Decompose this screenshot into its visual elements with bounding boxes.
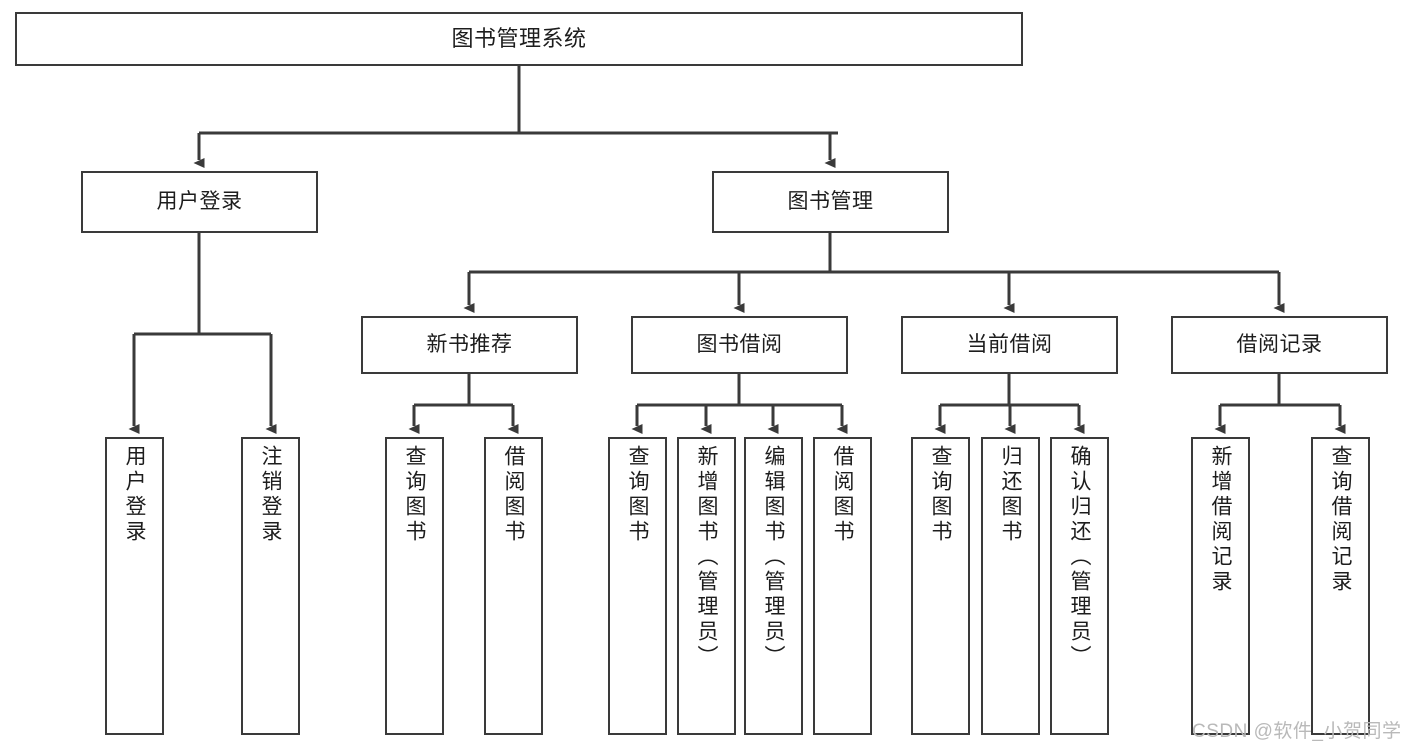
node-borrow-record[interactable]: 借阅记录 bbox=[1171, 316, 1388, 374]
node-leaf-user-login[interactable]: 用户登录 bbox=[105, 437, 164, 735]
watermark: CSDN @软件_小贺同学 bbox=[1192, 721, 1402, 742]
node-book-manage-label: 图书管理 bbox=[787, 190, 874, 214]
node-leaf-edit-book[interactable]: 编辑图书（管理员） bbox=[744, 437, 803, 735]
node-leaf-borrow-book-2[interactable]: 借阅图书 bbox=[813, 437, 872, 735]
node-leaf-query-book-1-label: 查询图书 bbox=[403, 445, 426, 545]
node-leaf-add-book-label: 新增图书（管理员） bbox=[695, 445, 718, 670]
node-leaf-edit-book-label: 编辑图书（管理员） bbox=[762, 445, 785, 670]
node-leaf-query-record[interactable]: 查询借阅记录 bbox=[1311, 437, 1370, 735]
node-leaf-confirm-return[interactable]: 确认归还（管理员） bbox=[1050, 437, 1109, 735]
node-user-login[interactable]: 用户登录 bbox=[81, 171, 318, 233]
node-leaf-return-book-label: 归还图书 bbox=[999, 445, 1022, 545]
node-leaf-query-book-3[interactable]: 查询图书 bbox=[911, 437, 970, 735]
node-leaf-borrow-book-2-label: 借阅图书 bbox=[831, 445, 854, 545]
node-current-borrow-label: 当前借阅 bbox=[966, 333, 1053, 357]
node-leaf-add-record-label: 新增借阅记录 bbox=[1209, 445, 1232, 595]
node-book-borrow[interactable]: 图书借阅 bbox=[631, 316, 848, 374]
node-root-label: 图书管理系统 bbox=[451, 25, 587, 51]
node-book-manage[interactable]: 图书管理 bbox=[712, 171, 949, 233]
node-user-login-label: 用户登录 bbox=[156, 190, 243, 214]
node-new-book-rec-label: 新书推荐 bbox=[426, 333, 513, 357]
node-leaf-query-record-label: 查询借阅记录 bbox=[1329, 445, 1352, 595]
node-book-borrow-label: 图书借阅 bbox=[696, 333, 783, 357]
node-leaf-borrow-book-1-label: 借阅图书 bbox=[502, 445, 525, 545]
node-leaf-add-record[interactable]: 新增借阅记录 bbox=[1191, 437, 1250, 735]
node-leaf-logout-label: 注销登录 bbox=[259, 445, 282, 545]
node-leaf-query-book-1[interactable]: 查询图书 bbox=[385, 437, 444, 735]
node-leaf-user-login-label: 用户登录 bbox=[123, 445, 146, 545]
node-borrow-record-label: 借阅记录 bbox=[1236, 333, 1323, 357]
node-current-borrow[interactable]: 当前借阅 bbox=[901, 316, 1118, 374]
node-leaf-query-book-3-label: 查询图书 bbox=[929, 445, 952, 545]
node-leaf-add-book[interactable]: 新增图书（管理员） bbox=[677, 437, 736, 735]
node-new-book-rec[interactable]: 新书推荐 bbox=[361, 316, 578, 374]
node-leaf-query-book-2[interactable]: 查询图书 bbox=[608, 437, 667, 735]
node-leaf-return-book[interactable]: 归还图书 bbox=[981, 437, 1040, 735]
node-leaf-query-book-2-label: 查询图书 bbox=[626, 445, 649, 545]
node-leaf-confirm-return-label: 确认归还（管理员） bbox=[1068, 445, 1091, 670]
node-root[interactable]: 图书管理系统 bbox=[15, 12, 1023, 66]
node-leaf-logout[interactable]: 注销登录 bbox=[241, 437, 300, 735]
node-leaf-borrow-book-1[interactable]: 借阅图书 bbox=[484, 437, 543, 735]
